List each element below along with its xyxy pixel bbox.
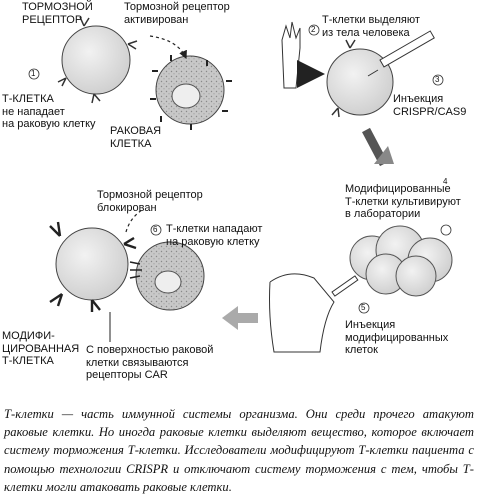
arm-illustration [281,21,301,89]
syringe-icon [379,30,435,68]
step-4-number: 4 [443,177,448,186]
car-receptors-label: С поверхностью раковой клетки связываютс… [86,344,214,381]
inhibitory-receptor-label: ТОРМОЗНОЙ РЕЦЕПТОР [22,1,93,26]
step-6-number: 6 [153,225,158,234]
step-2-text: Т-клетки выделяют из тела человека [322,14,420,39]
immunotherapy-diagram [28,16,453,353]
step-5-number: 5 [361,303,366,312]
t-cell [61,25,131,95]
panel-1-t-cell-inhibited [28,16,232,130]
figure-caption: Т-клетки — часть иммунной системы органи… [4,407,474,494]
extracted-t-cell [326,48,394,116]
panel-4-culture [349,224,453,297]
panel-6-attack [49,209,205,342]
step-3-text: Инъекция CRISPR/CAS9 [393,93,467,118]
step-4-text: Модифицированные Т-клетки культивируют в… [345,183,461,220]
panel-2-3-extraction [281,21,444,167]
step-1-number: 1 [31,69,36,78]
receptor-activated-label: Тормозной рецептор активирован [124,1,230,26]
panel-5-injection [222,273,370,353]
torso-illustration [269,273,335,353]
receptor-blocked-label: Тормозной рецептор блокирован [97,189,203,214]
step-6-text: Т-клетки нападают на раковую клетку [166,223,263,248]
step-2-number: 2 [311,25,316,34]
modified-t-cell-label: МОДИФИ- ЦИРОВАННАЯ Т-КЛЕТКА [2,330,80,367]
modified-t-cell [55,227,129,301]
step-3-number: 3 [435,75,440,84]
cancer-cell-label: РАКОВАЯ КЛЕТКА [110,125,162,150]
step-5-text: Инъекция модифицированных клеток [345,319,449,356]
t-cell-no-attack-label: Т-КЛЕТКА не нападает на раковую клетку [2,93,96,130]
